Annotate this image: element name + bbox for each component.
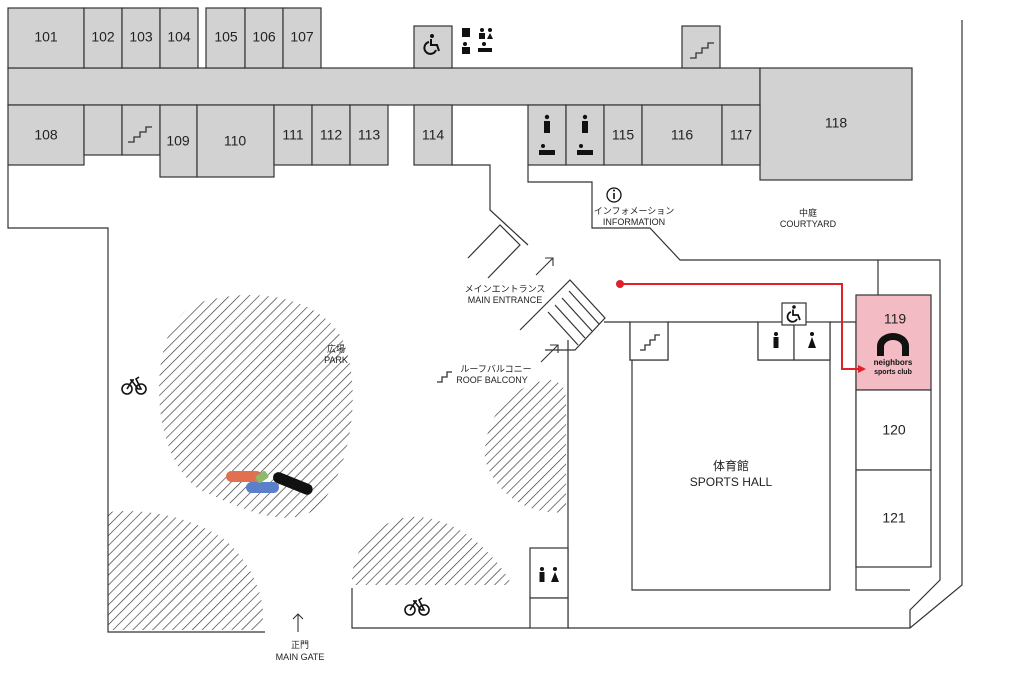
bicycle-icon (121, 376, 147, 395)
room-104[interactable]: 104 (167, 29, 191, 45)
top-corridor (7, 67, 761, 106)
room-113[interactable]: 113 (358, 127, 381, 143)
east-zone-wall (877, 259, 941, 628)
room-101[interactable]: 101 (34, 29, 58, 45)
bicycle-icon (404, 597, 430, 616)
roof-balcony-label-en: ROOF BALCONY (456, 375, 528, 385)
sports-hall-outer (604, 321, 831, 591)
wheelchair-icon (786, 305, 801, 323)
neighbors-sports-club-logo: neighbors sports club (874, 333, 913, 376)
courtyard-wall (527, 165, 878, 261)
entrance-steps-outline (519, 279, 606, 351)
site-wall-south (351, 588, 530, 629)
arrow-icon (292, 613, 304, 632)
green-hatch-area-south (351, 516, 512, 585)
sports-hall-label-en: SPORTS HALL (690, 475, 773, 489)
restroom-icon (539, 114, 593, 155)
courtyard-label-en: COURTYARD (780, 219, 837, 229)
roof-balcony-label-ja: ルーフバルコニー (460, 364, 531, 374)
entrance-wall-left (451, 105, 529, 246)
room-110[interactable]: 110 (224, 133, 247, 149)
route-marker (616, 280, 866, 373)
information-label-en: INFORMATION (603, 217, 665, 227)
site-wall-west (7, 165, 265, 633)
room-119[interactable]: 119 (884, 311, 907, 327)
room-118[interactable]: 118 (825, 115, 848, 131)
stairs-icon (128, 126, 152, 143)
restroom-icon (462, 28, 493, 54)
park-hatch-area (159, 295, 353, 518)
arrow-icon (535, 257, 554, 276)
main-entrance-label-en: MAIN ENTRANCE (468, 295, 543, 305)
wheelchair-icon (423, 34, 440, 55)
restroom-icon (773, 332, 816, 348)
room-121[interactable]: 121 (882, 510, 906, 526)
svg-text:sports club: sports club (874, 369, 912, 376)
main-gate-label-en: MAIN GATE (276, 652, 325, 662)
information-icon (606, 187, 622, 203)
stairs-icon (437, 371, 452, 383)
room-105[interactable]: 105 (214, 29, 238, 45)
room-109[interactable]: 109 (166, 133, 190, 149)
green-hatch-area-east (484, 380, 566, 513)
park-label-ja: 広場 (327, 343, 345, 354)
park-label-en: PARK (324, 355, 348, 365)
room-112[interactable]: 112 (320, 127, 343, 143)
main-gate-label-ja: 正門 (291, 640, 309, 650)
room-116[interactable]: 116 (671, 127, 694, 143)
restroom-icon (539, 567, 559, 582)
stairs-icon (690, 42, 714, 59)
room-115[interactable]: 115 (612, 127, 635, 143)
svg-text:neighbors: neighbors (874, 358, 913, 367)
room-106[interactable]: 106 (252, 29, 276, 45)
room-111[interactable]: 111 (282, 127, 303, 143)
courtyard-label-ja: 中庭 (799, 207, 817, 218)
room-102[interactable]: 102 (91, 29, 115, 45)
playground-equipment (226, 471, 313, 495)
entrance-door-left (467, 224, 521, 279)
room-114[interactable]: 114 (422, 127, 445, 143)
room-120[interactable]: 120 (882, 422, 906, 438)
room-108[interactable]: 108 (34, 127, 58, 143)
room-107[interactable]: 107 (290, 29, 314, 45)
arrow-icon (540, 344, 559, 363)
green-hatch-area-southwest (108, 510, 264, 630)
information-label-ja: インフォメーション (594, 206, 675, 216)
room-103[interactable]: 103 (129, 29, 153, 45)
site-wall-southeast (568, 20, 963, 629)
room-117[interactable]: 117 (730, 127, 753, 143)
main-entrance-label-ja: メインエントランス (465, 284, 546, 294)
sports-hall-label-ja: 体育館 (713, 458, 749, 473)
stairs-icon (640, 334, 660, 351)
